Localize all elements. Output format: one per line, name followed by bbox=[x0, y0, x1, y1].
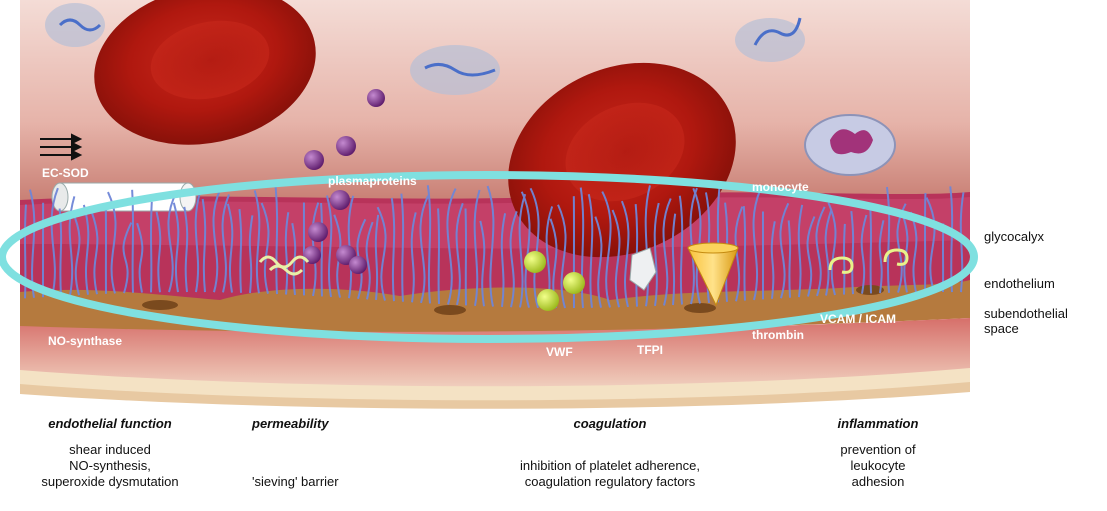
caption-heading-coagulation: coagulation bbox=[530, 416, 690, 431]
side-label-glycocalyx: glycocalyx bbox=[984, 229, 1044, 244]
glycocalyx-strand bbox=[870, 205, 871, 293]
flow-arrows-icon bbox=[40, 135, 80, 159]
label-vwf: VWF bbox=[546, 345, 573, 359]
caption-line: inhibition of platelet adherence, bbox=[460, 458, 760, 474]
label-tfpi: TFPI bbox=[637, 343, 663, 357]
side-label-subendothelial: subendothelial bbox=[984, 306, 1068, 321]
caption-line: leukocyte bbox=[798, 458, 958, 474]
caption-heading-inflammation: inflammation bbox=[808, 416, 948, 431]
caption-body-coagulation: inhibition of platelet adherence, coagul… bbox=[460, 458, 760, 490]
caption-line: superoxide dysmutation bbox=[10, 474, 210, 490]
caption-line: NO-synthesis, bbox=[10, 458, 210, 474]
monocyte-icon bbox=[805, 115, 895, 175]
glycocalyx-strand bbox=[744, 206, 745, 300]
caption-line: prevention of bbox=[798, 442, 958, 458]
label-plasmaproteins: plasmaproteins bbox=[328, 174, 417, 188]
glycocalyx-strand bbox=[438, 208, 439, 304]
glycocalyx-strand bbox=[789, 220, 790, 297]
caption-line: 'sieving' barrier bbox=[252, 474, 392, 490]
label-vcam-icam: VCAM / ICAM bbox=[820, 312, 896, 326]
side-label-endothelium: endothelium bbox=[984, 276, 1055, 291]
glycocalyx-strand bbox=[132, 190, 133, 293]
label-ec-sod: EC-SOD bbox=[42, 166, 89, 180]
label-monocyte: monocyte bbox=[752, 180, 809, 194]
glycocalyx-strand bbox=[276, 187, 277, 294]
glycocalyx-strand bbox=[466, 208, 467, 305]
label-thrombin: thrombin bbox=[752, 328, 804, 342]
glycocalyx-strand bbox=[151, 202, 152, 293]
side-label-space: space bbox=[984, 321, 1019, 336]
caption-body-permeability: 'sieving' barrier bbox=[252, 474, 392, 490]
caption-body-endothelial-function: shear induced NO-synthesis, superoxide d… bbox=[10, 442, 210, 490]
glycocalyx-strand bbox=[321, 203, 322, 296]
caption-line: shear induced bbox=[10, 442, 210, 458]
background-cell bbox=[45, 3, 105, 47]
caption-heading-permeability: permeability bbox=[252, 416, 372, 431]
caption-body-inflammation: prevention of leukocyte adhesion bbox=[798, 442, 958, 490]
caption-heading-endothelial-function: endothelial function bbox=[20, 416, 200, 431]
label-no-synthase: NO-synthase bbox=[48, 334, 122, 348]
caption-line: adhesion bbox=[798, 474, 958, 490]
caption-line: coagulation regulatory factors bbox=[460, 474, 760, 490]
